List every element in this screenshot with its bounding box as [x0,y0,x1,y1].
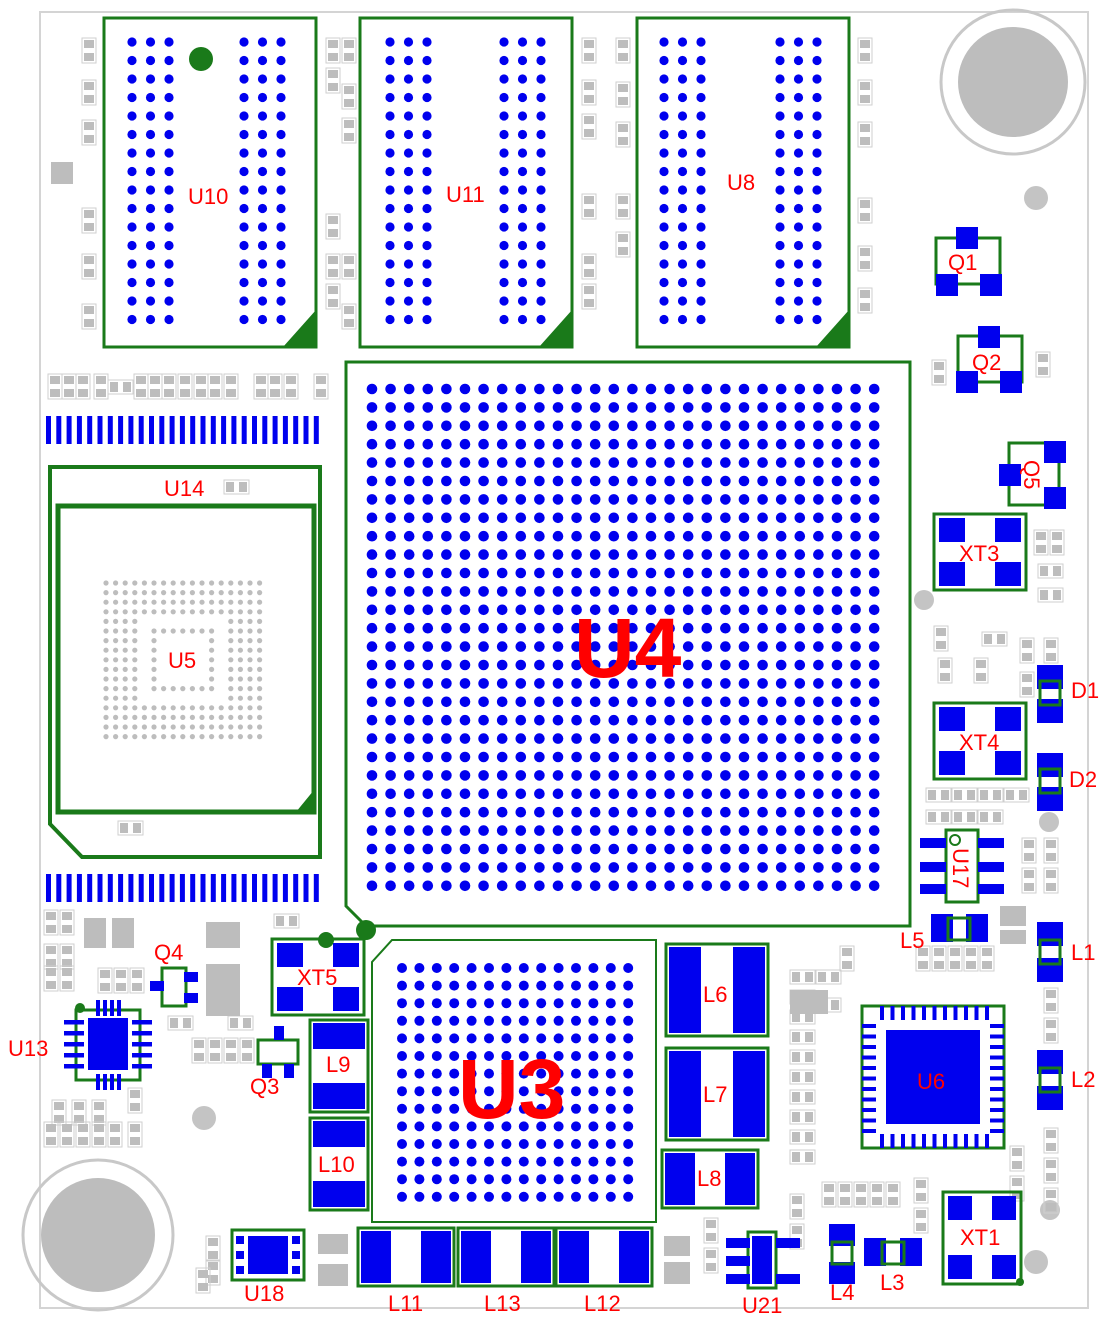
ref-u5: U5 [168,648,196,673]
ref-l2: L2 [1071,1067,1095,1092]
ref-xt4: XT4 [959,730,999,755]
component-u14 [48,465,322,859]
pin1-marker [189,47,213,71]
component-l11 [356,1226,456,1288]
ref-l6: L6 [703,982,727,1007]
component-xt1 [941,1190,1024,1286]
mounting-hole-top-right [939,8,1087,156]
component-u13 [64,1000,152,1090]
passive-components [43,37,1065,1294]
edge-connector-top [46,416,319,444]
board-outline [39,11,1089,1309]
ref-u21: U21 [742,1293,782,1318]
ref-q2: Q2 [972,350,1001,375]
test-pad [51,162,73,184]
component-l7 [664,1046,770,1142]
component-u11 [358,16,574,349]
ref-u4: U4 [574,601,682,695]
component-l5 [931,914,988,942]
component-xt5 [270,920,376,1017]
component-u5 [103,580,263,740]
component-l9 [308,1018,370,1114]
mounting-hole-bottom-left [21,1158,175,1312]
ref-xt5: XT5 [297,965,337,990]
component-q4 [150,966,198,1008]
component-u17 [920,828,1004,904]
component-xt4 [932,701,1028,781]
component-u6 [860,1004,1006,1150]
ref-u8: U8 [727,170,755,195]
ref-xt1: XT1 [960,1225,1000,1250]
ref-u10: U10 [188,184,228,209]
ref-l10: L10 [318,1152,355,1177]
edge-connector-bottom [46,874,319,902]
ref-l13: L13 [484,1291,521,1316]
ref-l8: L8 [697,1166,721,1191]
ref-l5: L5 [900,928,924,953]
component-d1 [1037,665,1063,723]
component-l2 [1037,1050,1063,1110]
component-l4 [829,1224,855,1284]
component-u3 [371,939,657,1223]
ref-l1: L1 [1071,940,1095,965]
ref-u14: U14 [164,476,204,501]
component-q2 [956,326,1024,393]
component-l1 [1037,922,1063,982]
ref-q5: Q5 [1019,460,1044,489]
component-q1 [934,227,1002,296]
component-l6 [664,942,770,1038]
ref-q3: Q3 [250,1074,279,1099]
component-d2 [1037,753,1063,811]
ref-d2: D2 [1069,767,1097,792]
ref-xt3: XT3 [959,541,999,566]
ref-u11: U11 [446,182,485,207]
component-u10 [102,16,318,349]
ref-q4: Q4 [154,940,183,965]
ref-d1: D1 [1071,678,1099,703]
component-u8 [635,16,851,349]
component-l8 [660,1148,760,1210]
ref-u17: U17 [948,848,973,888]
component-l10 [308,1116,370,1212]
ref-u18: U18 [244,1281,284,1306]
component-l12 [554,1226,654,1288]
ref-u6: U6 [917,1069,945,1094]
component-u4 [344,360,912,928]
ref-u13: U13 [8,1036,48,1061]
reference-designators: U10 U11 U8 Q1 Q2 Q5 U14 U5 U4 XT3 D1 XT4… [8,170,1099,1318]
component-xt3 [932,512,1028,592]
ref-q1: Q1 [948,250,977,275]
component-u21 [726,1230,800,1290]
fiducials [192,186,1060,1274]
component-u18 [230,1228,306,1282]
component-l13 [456,1226,556,1288]
ref-u3: U3 [458,1042,565,1136]
ref-l9: L9 [326,1052,350,1077]
ref-l3: L3 [880,1270,904,1295]
component-l3 [864,1238,922,1266]
ref-l4: L4 [830,1280,854,1305]
ref-l11: L11 [388,1291,423,1316]
component-q5 [999,441,1066,509]
component-q3 [256,1026,300,1078]
ref-l12: L12 [584,1291,621,1316]
ref-l7: L7 [703,1082,727,1107]
